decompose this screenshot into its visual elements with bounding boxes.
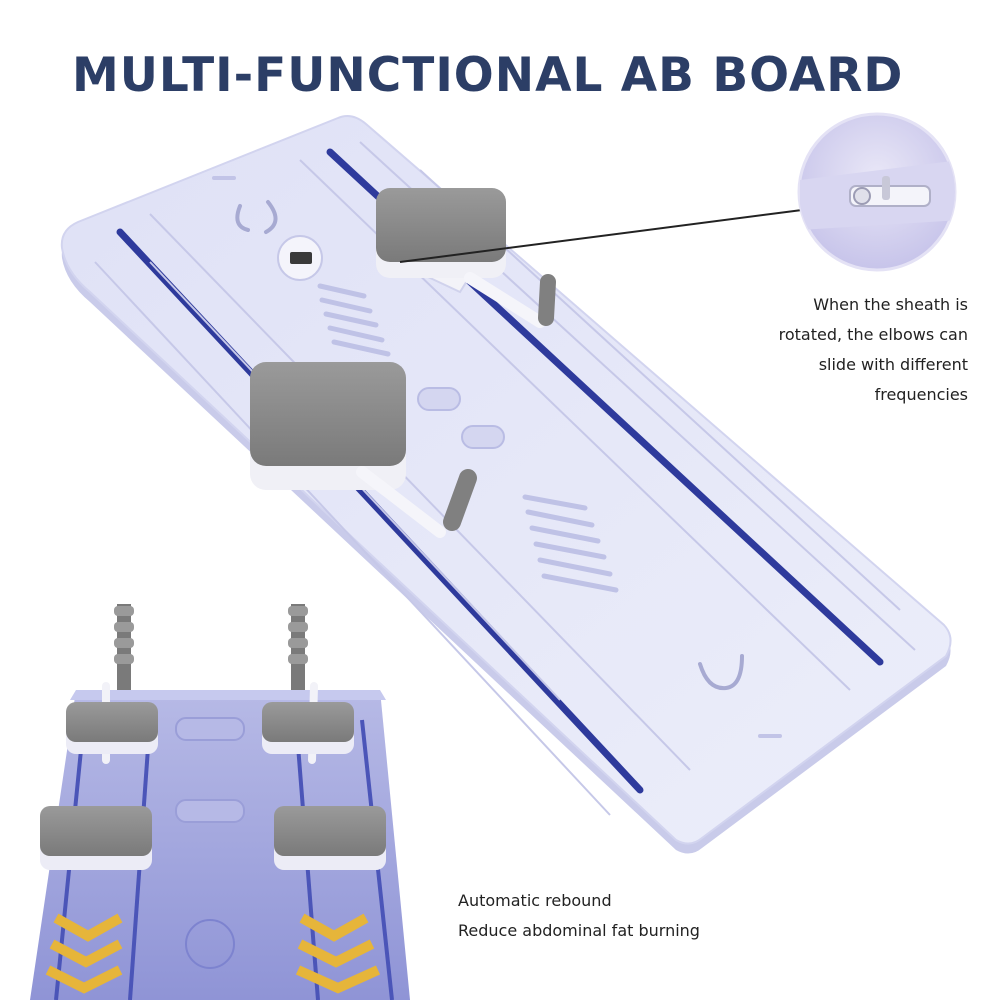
- square-grip-pad-icon: [250, 362, 406, 490]
- sheath-caption-line: rotated, the elbows can: [778, 325, 968, 344]
- counter-display: [277, 235, 323, 281]
- rebound-caption: Automatic rebound Reduce abdominal fat b…: [458, 886, 778, 946]
- elbow-handle-icon: [356, 466, 477, 538]
- elbow-handle-icon: [464, 272, 556, 328]
- hook-icon: [698, 654, 744, 691]
- hook-icon: [235, 200, 278, 234]
- sheath-caption: When the sheath is rotated, the elbows c…: [708, 290, 968, 410]
- rebound-arrow-icon: [45, 913, 123, 994]
- ab-board-main: [60, 115, 952, 854]
- callout-line: [399, 209, 803, 263]
- magnifier-inset-icon: [797, 112, 957, 272]
- sheath-caption-line: frequencies: [874, 385, 968, 404]
- rail-left: [116, 228, 644, 794]
- rebound-caption-line: Reduce abdominal fat burning: [458, 921, 700, 940]
- rebound-arrow-icon: [295, 913, 381, 994]
- square-grip-pad-icon: [40, 702, 386, 870]
- rebound-inset: [30, 604, 410, 1000]
- sheath-caption-line: When the sheath is: [813, 295, 968, 314]
- sheath-caption-line: slide with different: [818, 355, 968, 374]
- page-title: MULTI-FUNCTIONAL AB BOARD: [72, 48, 904, 103]
- rebound-caption-line: Automatic rebound: [458, 891, 612, 910]
- square-grip-pad-icon: [376, 188, 506, 294]
